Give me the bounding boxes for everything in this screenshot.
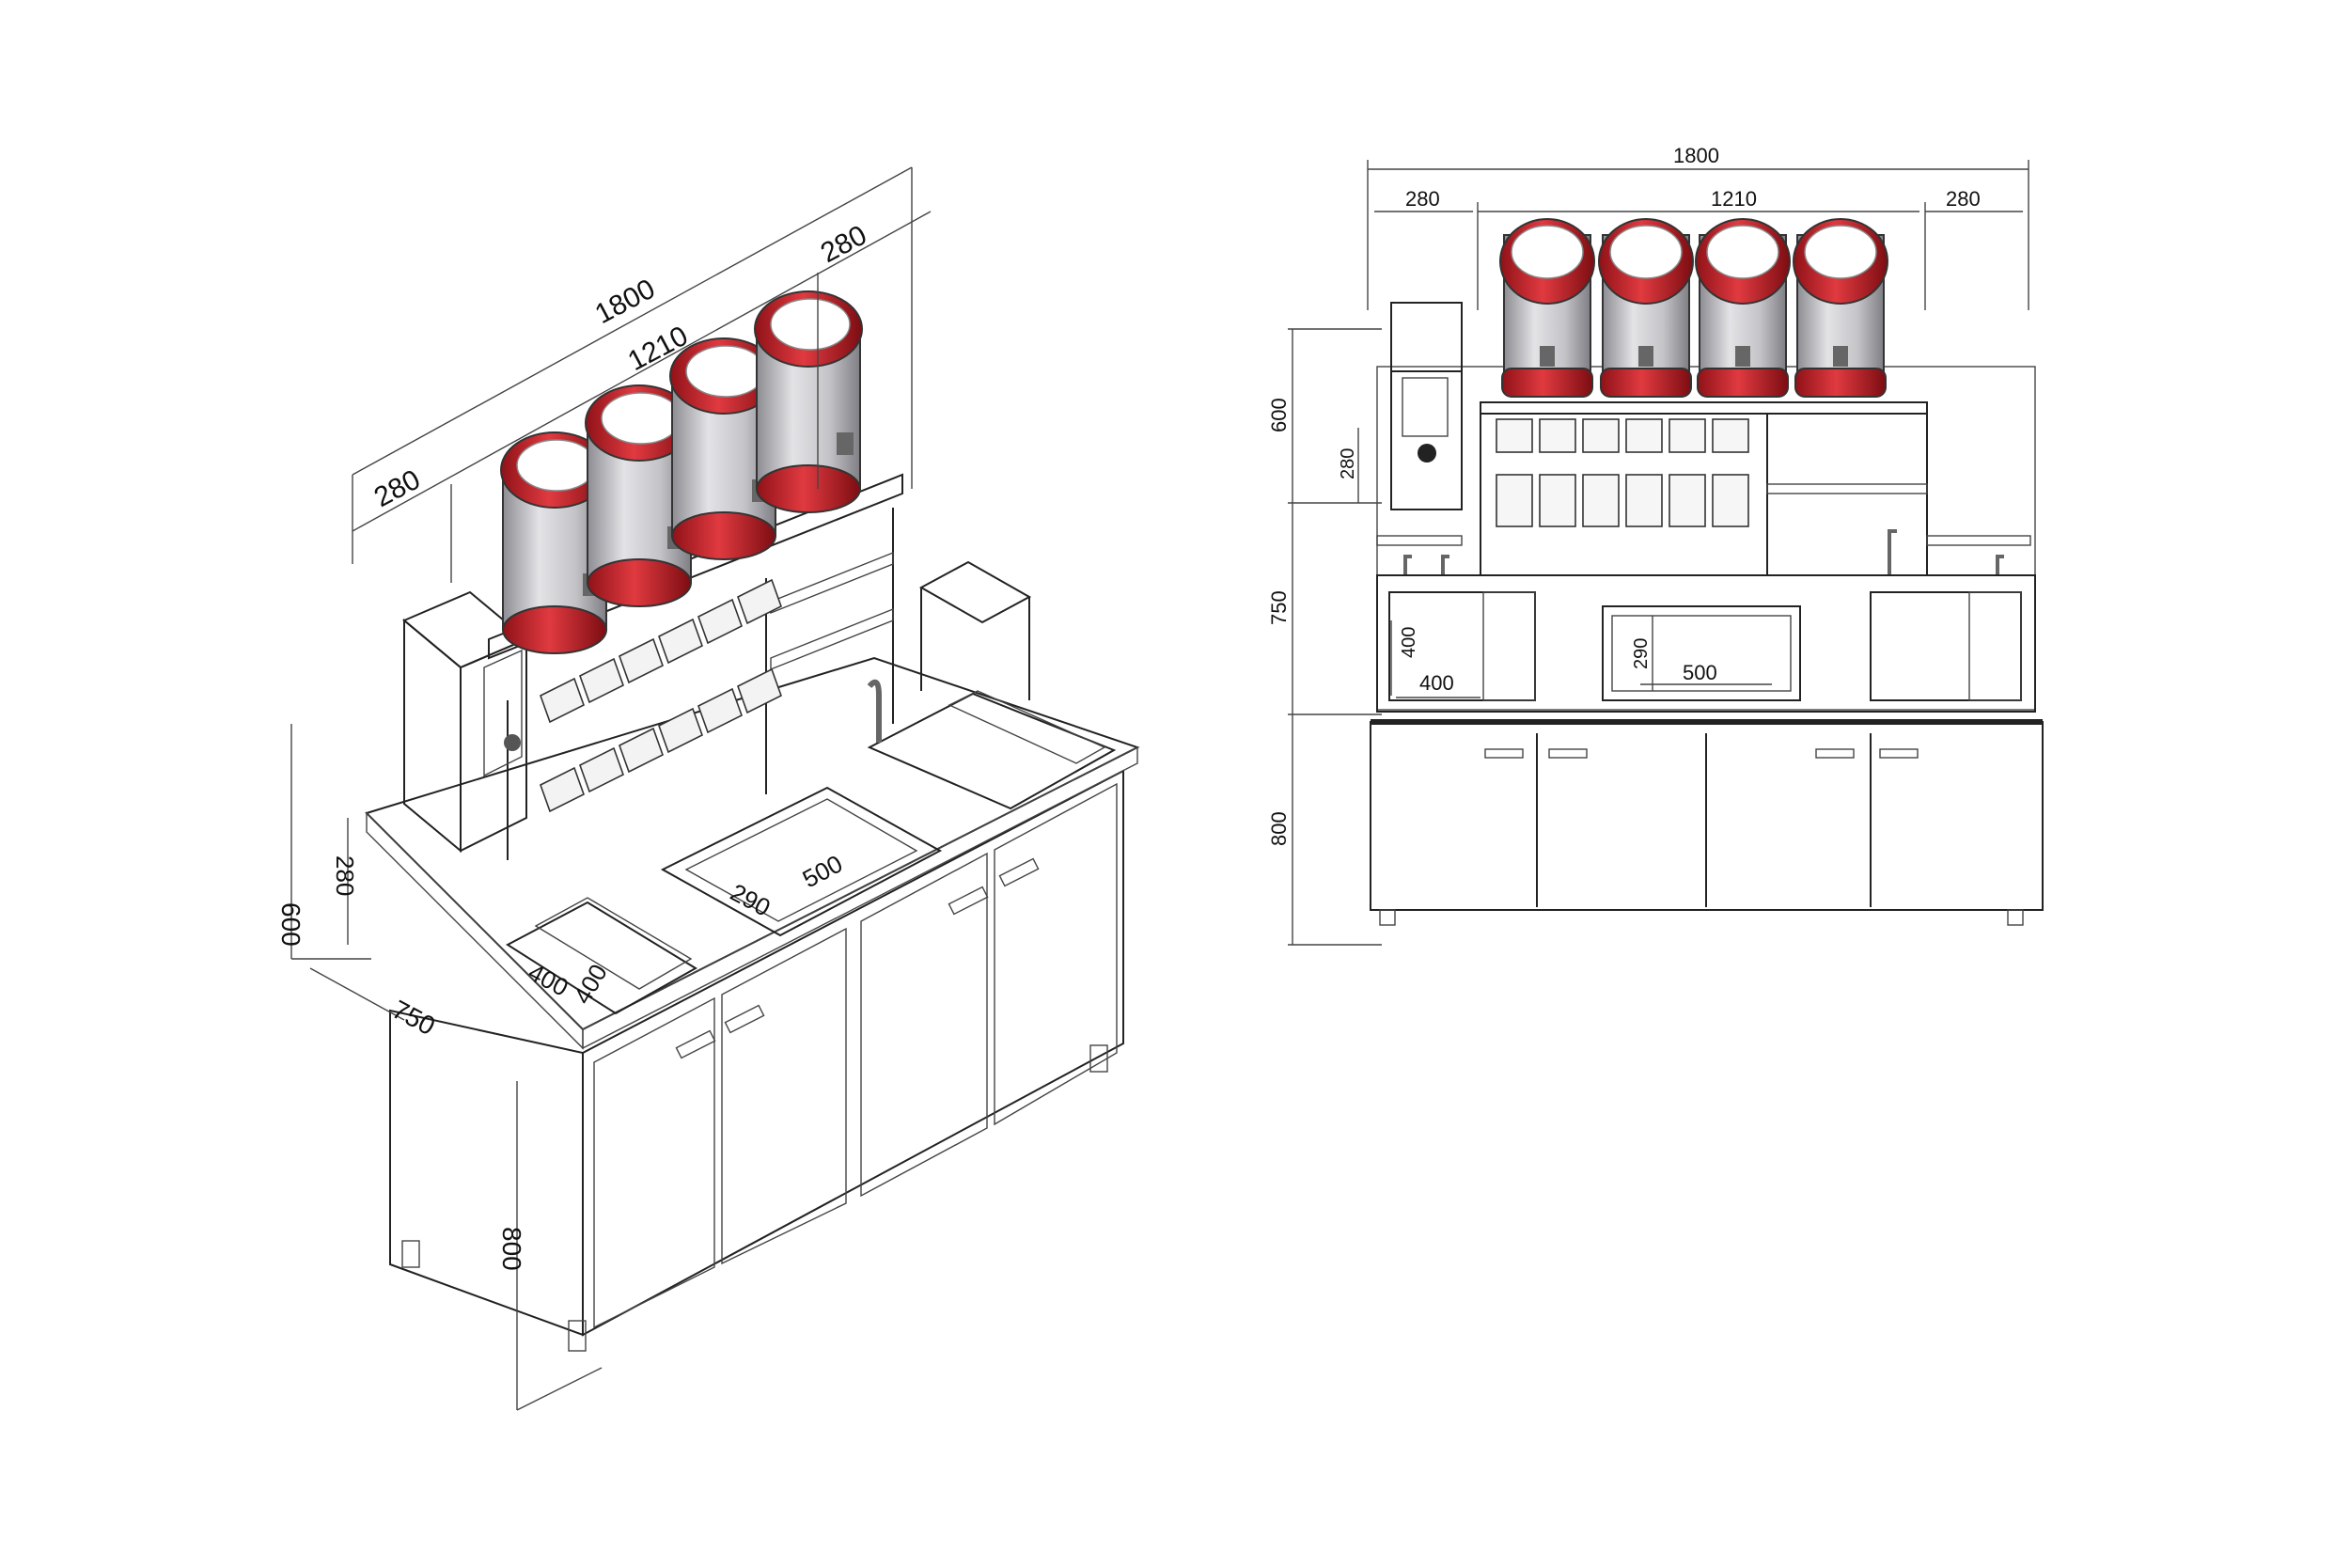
front-right-sink [1870,591,2022,701]
front-bin [1668,418,1706,453]
front-view: 1800 280 1210 280 600 280 750 800 400 40… [1267,144,2044,946]
front-tank [1793,218,1888,398]
iso-front-cabinet [582,769,1124,1337]
iso-dim-800: 800 [497,1227,526,1271]
iso-ingredient-bins [540,578,782,813]
iso-feet [401,1044,1108,1352]
front-right-shelf [1926,535,2031,546]
front-counter-band [1376,574,2036,713]
iso-side-cabinet [389,1009,584,1337]
front-dimensions: 1800 280 1210 280 600 280 750 800 400 40… [1267,144,2029,946]
front-back-panel [1376,366,2036,711]
front-bin [1539,474,1576,527]
iso-bin [619,727,664,774]
front-tank [1695,218,1791,398]
front-tanks [1499,218,1888,398]
front-bin [1539,418,1576,453]
front-tank [1499,218,1595,398]
iso-dim-290-disp: 280 [331,855,359,896]
front-bin [1582,474,1620,527]
front-dim-600: 600 [1267,398,1291,432]
iso-bin [579,657,624,704]
front-bin [1496,418,1533,453]
iso-cabinet-doors [593,782,1118,1329]
front-dim-290: 290 [1631,638,1652,669]
front-bin [1625,418,1663,453]
front-dim-280-disp: 280 [1338,448,1358,479]
front-upper-shelf [1480,401,1928,415]
front-dim-400-w: 400 [1419,671,1454,695]
iso-bin [697,598,743,645]
iso-bin [697,687,743,734]
front-dim-1210: 1210 [1711,187,1757,211]
iso-bin [737,667,782,714]
front-dim-800: 800 [1267,811,1291,846]
front-bin [1712,418,1749,453]
isometric-view: 1800 1210 280 280 600 280 750 800 400 40… [276,166,1140,1411]
front-bin [1496,474,1533,527]
front-dim-750: 750 [1267,590,1291,625]
front-left-sink [1388,591,1536,701]
iso-right-shelf [918,560,1032,700]
front-dim-400-h: 400 [1399,627,1419,658]
front-dim-280-left: 280 [1405,187,1440,211]
iso-tank [585,384,694,607]
iso-left-sink [506,897,697,1015]
iso-tank [754,290,863,513]
iso-dim-500-sink: 500 [798,849,847,893]
iso-bin [737,578,782,625]
iso-right-sink [867,690,1117,810]
iso-bin [540,677,585,724]
front-dim-280-right: 280 [1946,187,1981,211]
front-dim-500: 500 [1683,661,1717,684]
iso-bin [540,766,585,813]
iso-dim-280-left: 280 [369,464,426,514]
front-bin [1712,474,1749,527]
front-dim-1800: 1800 [1673,144,1719,167]
front-left-shelf [1376,535,1463,546]
front-foot-right [2007,909,2024,926]
iso-dim-600: 600 [276,902,306,947]
front-bin [1668,474,1706,527]
front-middle-sink [1602,605,1801,701]
iso-dim-750: 750 [387,995,440,1041]
front-faucets [1403,529,2004,575]
front-cabinet-doors [1484,733,1919,907]
iso-dim-280-right: 280 [816,220,872,270]
front-ingredient-bins [1496,418,1749,527]
front-bin [1582,418,1620,453]
iso-dim-400-a: 400 [524,958,572,1002]
front-bin [1625,474,1663,527]
iso-bin [579,746,624,793]
iso-right-faucet [867,679,882,743]
iso-bin [658,707,703,754]
iso-dimensions: 1800 1210 280 280 600 280 750 800 400 40… [276,166,932,1411]
iso-tanks [500,290,863,654]
front-dispenser [1390,302,1463,510]
iso-bin [658,618,703,665]
iso-dim-400-b: 400 [568,959,613,1009]
iso-middle-sink [660,786,943,937]
front-tank [1598,218,1694,398]
iso-tank [669,337,778,560]
iso-dim-1800: 1800 [590,274,660,330]
front-foot-left [1379,909,1396,926]
iso-bin [619,637,664,684]
